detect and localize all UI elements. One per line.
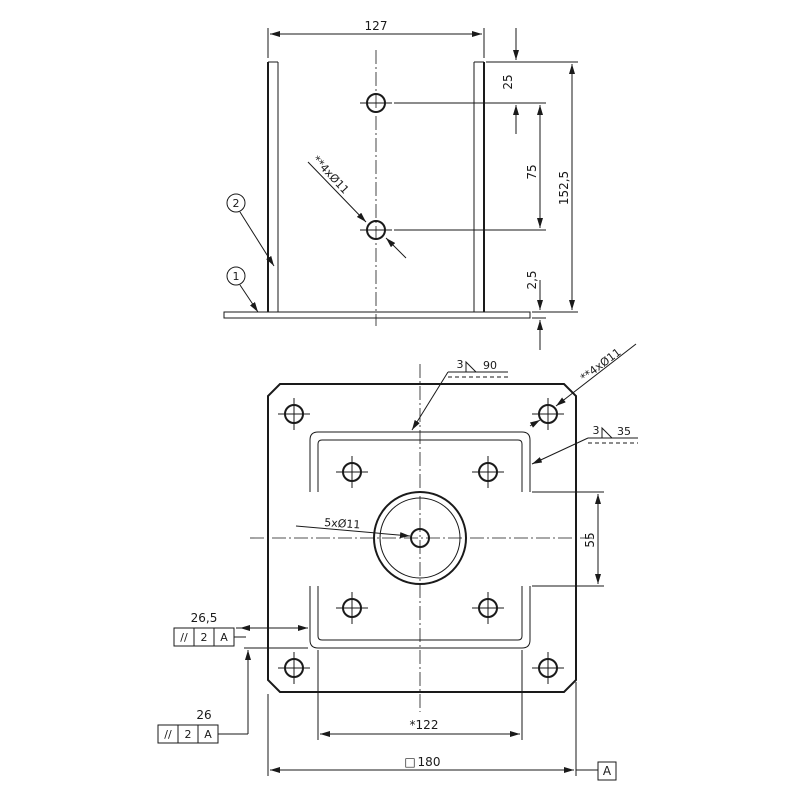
corner-callout-leader <box>555 343 637 407</box>
top-inner-holes <box>336 456 504 624</box>
dim-25-text: 25 <box>501 74 515 89</box>
front-view: 127 25 75 152,5 2,5 **4xØ11 2 1 <box>223 19 578 350</box>
top-base-plate <box>267 383 577 693</box>
balloon-2-text: 2 <box>233 197 240 210</box>
tol2-datum: A <box>204 728 212 741</box>
dim-127-text: 127 <box>365 19 388 33</box>
dim-180-text: 180 <box>418 755 441 769</box>
tol2-symbol: // <box>164 728 172 741</box>
tol1-datum: A <box>220 631 228 644</box>
weld-right-fillet <box>601 426 613 439</box>
dim-180-symbol: □ <box>404 755 415 769</box>
center-callout-leader <box>295 525 411 539</box>
center-boss-ring <box>379 497 461 579</box>
center-hole <box>410 528 430 548</box>
tol1-tolerance: 2 <box>201 631 208 644</box>
weld-top-size: 3 <box>457 358 464 371</box>
top-channel-upper-inner <box>317 439 523 492</box>
corner-callout-leader-out <box>529 419 541 428</box>
top-channel-upper <box>309 431 531 492</box>
top-channel-lower-inner <box>317 586 523 641</box>
weld-right-leader <box>531 437 589 465</box>
weld-right-size: 3 <box>593 424 600 437</box>
tol2-value: 26 <box>196 708 211 722</box>
top-corner-holes <box>278 398 564 684</box>
tol1-symbol: // <box>180 631 188 644</box>
center-callout-text: 5xØ11 <box>324 516 361 531</box>
weld-top-fillet <box>465 360 477 373</box>
dim-55-text: 55 <box>583 532 597 547</box>
balloon-2-leader <box>239 211 275 267</box>
dim-2-5-text: 2,5 <box>525 270 539 289</box>
center-boss-outer <box>373 491 467 585</box>
balloon-2 <box>226 193 246 213</box>
dim-152-text: 152,5 <box>557 171 571 205</box>
dim-75-text: 75 <box>525 164 539 179</box>
front-hole-leader <box>307 161 367 223</box>
datum-a-box <box>597 761 617 781</box>
tol1-value: 26,5 <box>191 611 218 625</box>
dim-122-text: *122 <box>410 718 439 732</box>
front-hole-leader-out <box>385 237 407 259</box>
top-channel-lower <box>309 586 531 649</box>
corner-callout-text: **4xØ11 <box>578 346 623 385</box>
weld-top-length: 90 <box>483 359 497 372</box>
weld-right-length: 35 <box>617 425 631 438</box>
weld-top-leader <box>411 371 449 431</box>
balloon-1 <box>226 266 246 286</box>
datum-a-text: A <box>603 764 612 778</box>
front-hole-callout: **4xØ11 <box>310 153 352 196</box>
balloon-1-leader <box>239 284 259 313</box>
tol2-tolerance: 2 <box>185 728 192 741</box>
top-view: 3 90 3 35 **4xØ11 5xØ11 55 *122 □ 180 <box>157 343 638 781</box>
balloon-1-text: 1 <box>233 270 240 283</box>
front-base-plate <box>223 311 531 319</box>
